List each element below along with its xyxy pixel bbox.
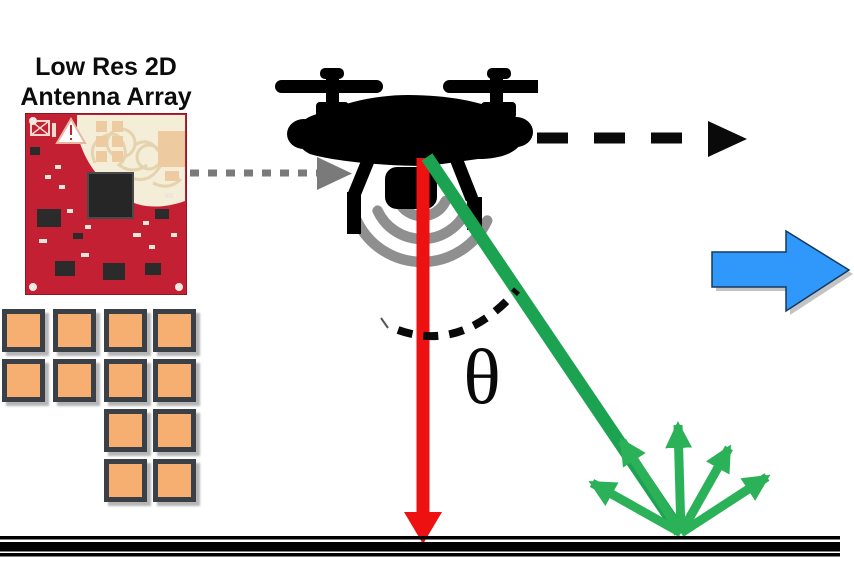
theta-arc	[380, 287, 521, 341]
theta-label: θ	[463, 333, 501, 420]
title-line-2: Antenna Array	[20, 83, 192, 111]
antenna-element	[153, 459, 196, 502]
antenna-array-grid	[0, 307, 210, 512]
antenna-element	[53, 359, 96, 402]
drone-legs	[347, 148, 479, 202]
vertical-beam-arrow	[404, 158, 442, 544]
radar-chip	[87, 172, 134, 219]
antenna-element	[153, 309, 196, 352]
pcb-components	[30, 147, 169, 280]
antenna-element	[153, 359, 196, 402]
blue-direction-arrow	[711, 229, 853, 315]
pcb-patch-cluster	[96, 121, 185, 181]
pcb-image	[25, 113, 187, 295]
ground-line	[0, 536, 840, 557]
antenna-element	[104, 459, 147, 502]
antenna-element	[104, 359, 147, 402]
scatter-arrows	[588, 420, 771, 537]
antenna-element	[53, 309, 96, 352]
pcb-mount-holes	[29, 117, 183, 291]
drone-body	[296, 95, 526, 166]
antenna-array-title: Low Res 2D Antenna Array	[0, 52, 212, 112]
antenna-element	[104, 409, 147, 452]
antenna-element	[104, 309, 147, 352]
pcb-passives	[39, 165, 177, 257]
antenna-element	[2, 359, 45, 402]
trajectory-dashed-arrow	[537, 121, 747, 157]
pcb-logo-icon	[30, 120, 50, 136]
title-line-1: Low Res 2D	[35, 53, 177, 81]
antenna-element	[2, 309, 45, 352]
antenna-element	[153, 409, 196, 452]
pcb-pointer-arrow	[190, 157, 352, 190]
